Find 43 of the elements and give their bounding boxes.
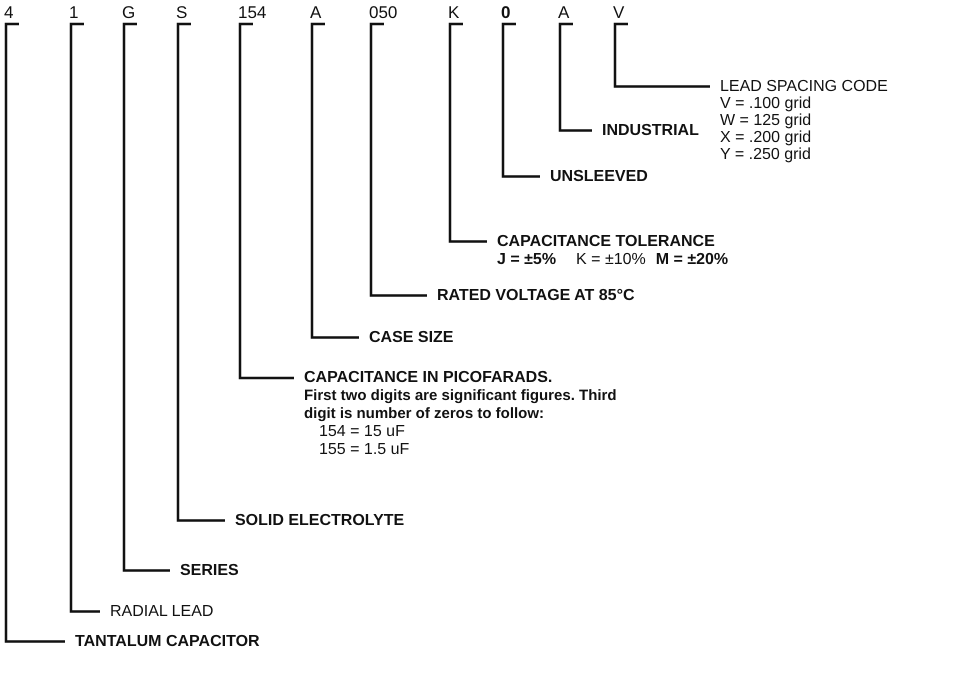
tolerance-code: K = ±10% [576,251,646,268]
field-heading: CAPACITANCE IN PICOFARADS. [304,369,554,387]
leader-line [558,22,592,132]
code-character: 4 [4,4,14,21]
field-description: RATED VOLTAGE AT 85°C [437,287,635,304]
code-character: 154 [238,4,266,21]
field-description: CASE SIZE [369,329,454,346]
code-value: V = .100 grid [720,95,812,112]
field-heading: LEAD SPACING CODE [720,78,888,95]
leader-line [238,22,294,380]
leader-line [502,22,540,178]
example-text: 155 = 1.5 uF [318,441,410,459]
tolerance-code: M = ±20% [656,251,728,268]
code-value: Y = .250 grid [720,146,812,163]
leader-line [122,22,170,572]
code-character: S [176,4,188,21]
leader-line [614,22,710,88]
field-description: UNSLEEVED [550,168,648,185]
field-description: SOLID ELECTROLYTE [235,512,404,529]
example-text: 154 = 15 uF [318,423,406,441]
field-description: TANTALUM CAPACITOR [75,633,260,650]
code-character: 1 [69,4,78,21]
code-value: X = .200 grid [720,129,812,146]
tolerance-code: J = ±5% [497,251,556,268]
field-description: RADIAL LEAD [110,603,214,620]
code-character: A [558,4,570,21]
code-character: 0 [501,4,510,21]
leader-line [370,22,427,297]
leader-line [448,22,487,243]
code-character: 050 [369,4,398,21]
leader-line [4,22,65,643]
code-character: K [448,4,460,21]
code-value: W = 125 grid [720,112,812,129]
explanation-text: First two digits are significant figures. Third digit is number of zeros to follow: [304,387,618,423]
code-character: V [613,4,624,21]
field-description: INDUSTRIAL [602,122,699,139]
leader-line [310,22,359,339]
code-character: G [122,4,136,21]
field-description: SERIES [180,562,239,579]
code-character: A [310,4,322,21]
leader-line [70,22,100,613]
field-heading: CAPACITANCE TOLERANCE [497,233,716,250]
leader-line [176,22,225,522]
